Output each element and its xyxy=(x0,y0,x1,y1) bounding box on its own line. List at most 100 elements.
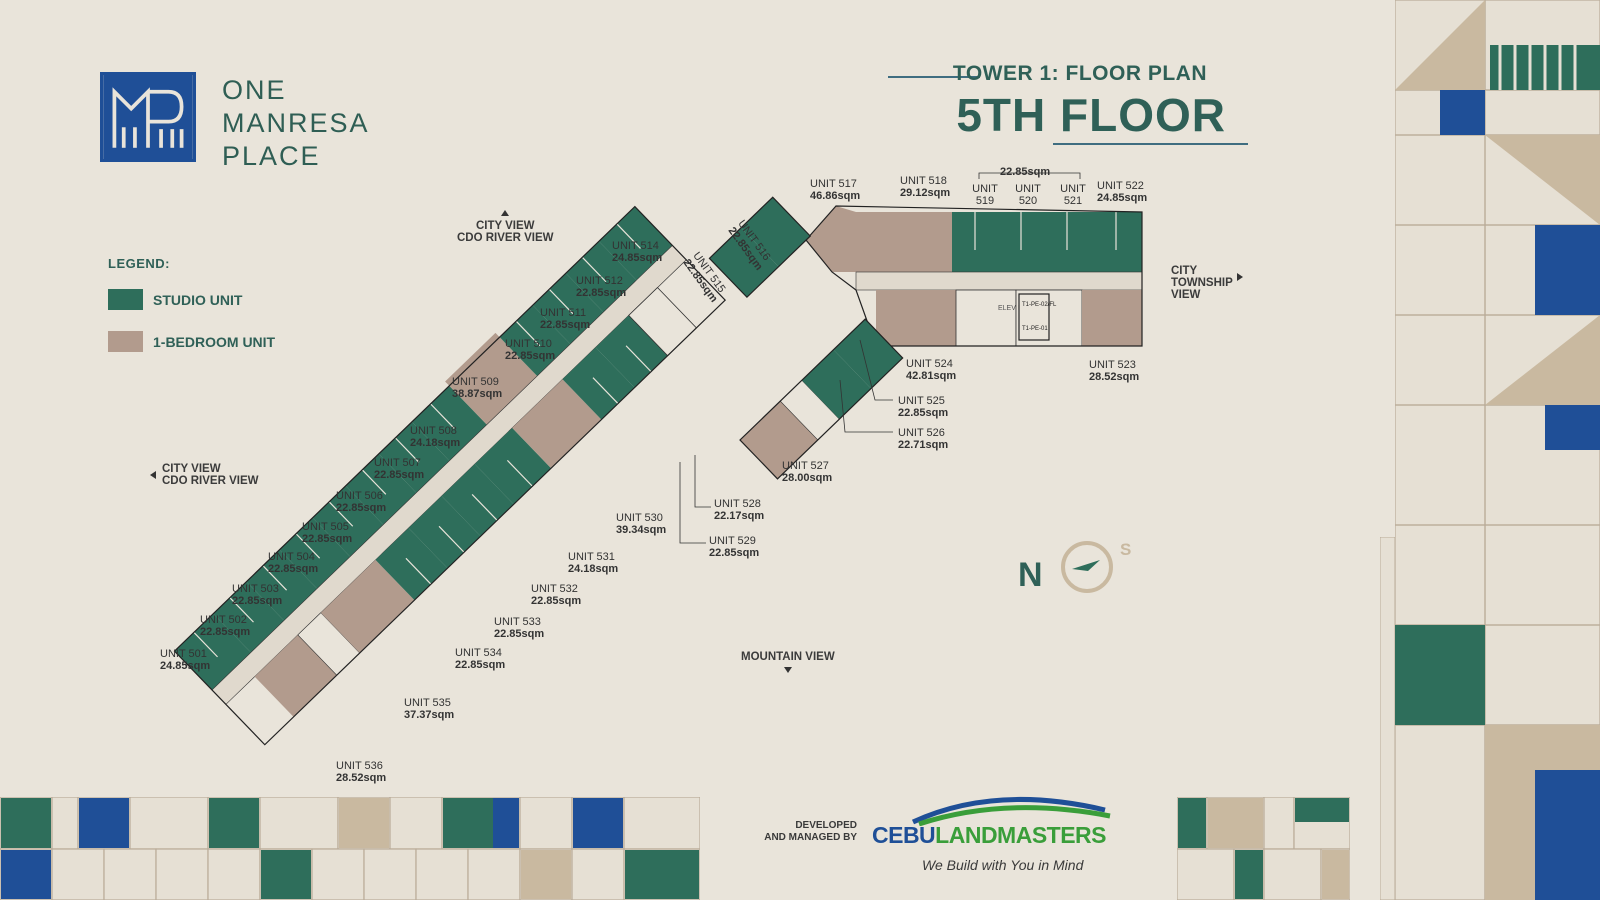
unit-area: 28.52sqm xyxy=(336,772,387,784)
knuckle-south xyxy=(739,318,904,480)
legend-label-studio: STUDIO UNIT xyxy=(153,291,243,308)
unit-area: 24.18sqm xyxy=(410,437,461,449)
unit-block-530 xyxy=(512,379,602,469)
view-right-line1: CITY xyxy=(1171,265,1198,277)
unit-label-520: UNIT 520 xyxy=(1013,183,1043,207)
unit-area: 22.85sqm xyxy=(898,407,949,419)
legend-swatch-one-bedroom xyxy=(108,331,143,352)
unit-area: 22.85sqm xyxy=(540,319,591,331)
unit-area: 22.85sqm xyxy=(200,626,251,638)
unit-id: UNIT 502 xyxy=(200,614,247,626)
legend-title: LEGEND: xyxy=(108,256,170,271)
shared-area-bracket-label: 22.85sqm xyxy=(1000,166,1050,178)
unit-id: UNIT 521 xyxy=(1060,183,1086,207)
view-label-top: CITY VIEW CDO RIVER VIEW xyxy=(457,210,553,244)
brand-name-line3: PLACE xyxy=(222,141,321,171)
unit-area: 22.85sqm xyxy=(302,533,353,545)
unit-id: UNIT 505 xyxy=(302,521,349,533)
unit-id: UNIT 507 xyxy=(374,457,421,469)
unit-area: 22.85sqm xyxy=(336,502,387,514)
developer-caption-line2: AND MANAGED BY xyxy=(764,832,857,843)
triangle-down-icon xyxy=(783,667,792,673)
unit-id: UNIT 522 xyxy=(1097,180,1144,192)
unit-id: UNIT 506 xyxy=(336,490,383,502)
unit-area: 22.85sqm xyxy=(576,287,627,299)
logo-cebu-part: CEBU xyxy=(872,822,936,848)
unit-area: 22.85sqm xyxy=(232,595,283,607)
unit-id: UNIT 532 xyxy=(531,583,578,595)
cebu-landmasters-swoosh-icon xyxy=(911,796,1111,826)
leader-lines xyxy=(679,172,1081,544)
unit-label-519: UNIT 519 xyxy=(970,183,1000,207)
view-label-right: CITY TOWNSHIP VIEW xyxy=(1171,265,1243,301)
unit-area: 24.85sqm xyxy=(612,252,663,264)
view-top-line1: CITY VIEW xyxy=(475,220,535,232)
unit-block-517 xyxy=(806,206,856,272)
unit-area: 22.17sqm xyxy=(714,510,765,522)
unit-id: UNIT 514 xyxy=(612,240,659,252)
floor-plan-title: 5TH FLOOR xyxy=(956,89,1226,141)
one-manresa-logo-icon xyxy=(100,72,196,162)
unit-id: UNIT 533 xyxy=(494,616,541,628)
unit-area: 28.00sqm xyxy=(782,472,833,484)
core-pe2-label: T1-PE-02/FL xyxy=(1022,302,1057,308)
unit-id: UNIT 528 xyxy=(714,498,761,510)
unit-id: UNIT 531 xyxy=(568,551,615,563)
unit-block-536 xyxy=(254,634,337,717)
developer-tagline: We Build with You in Mind xyxy=(922,857,1084,873)
unit-id: UNIT 530 xyxy=(616,512,663,524)
unit-id: UNIT 534 xyxy=(455,647,502,659)
view-bottom-line1: MOUNTAIN VIEW xyxy=(741,651,835,663)
triangle-left-icon xyxy=(150,471,156,479)
unit-area: 22.85sqm xyxy=(494,628,545,640)
unit-id: UNIT 525 xyxy=(898,395,945,407)
legend-item-studio: STUDIO UNIT xyxy=(108,289,242,310)
brand-name-line1: ONE xyxy=(222,75,287,105)
unit-id: UNIT 508 xyxy=(410,425,457,437)
elev-lobby xyxy=(955,289,1017,347)
unit-id: UNIT 501 xyxy=(160,648,207,660)
unit-id: UNIT 536 xyxy=(336,760,383,772)
decorative-pattern-right xyxy=(1395,0,1600,900)
unit-block-525 xyxy=(833,319,903,389)
corridor-east xyxy=(855,271,1143,291)
unit-area: 22.85sqm xyxy=(709,547,760,559)
unit-area: 28.52sqm xyxy=(1089,371,1140,383)
title-rule-bottom xyxy=(1053,143,1248,145)
unit-area: 22.85sqm xyxy=(455,659,506,671)
triangle-up-icon xyxy=(501,210,510,216)
cebu-landmasters-logo: CEBULANDMASTERS xyxy=(872,822,1107,849)
compass-s-label: S xyxy=(1120,540,1132,559)
unit-area: 22.85sqm xyxy=(531,595,582,607)
unit-block-518 xyxy=(896,212,952,272)
view-top-line2: CDO RIVER VIEW xyxy=(457,232,554,244)
unit-id: UNIT 510 xyxy=(505,338,552,350)
unit-id: UNIT 524 xyxy=(906,358,953,370)
unit-id: UNIT 504 xyxy=(268,551,315,563)
unit-id: UNIT 517 xyxy=(810,178,857,190)
unit-block-515 xyxy=(709,227,779,298)
unit-area: 37.37sqm xyxy=(404,709,455,721)
view-right-line3: VIEW xyxy=(1171,289,1201,301)
